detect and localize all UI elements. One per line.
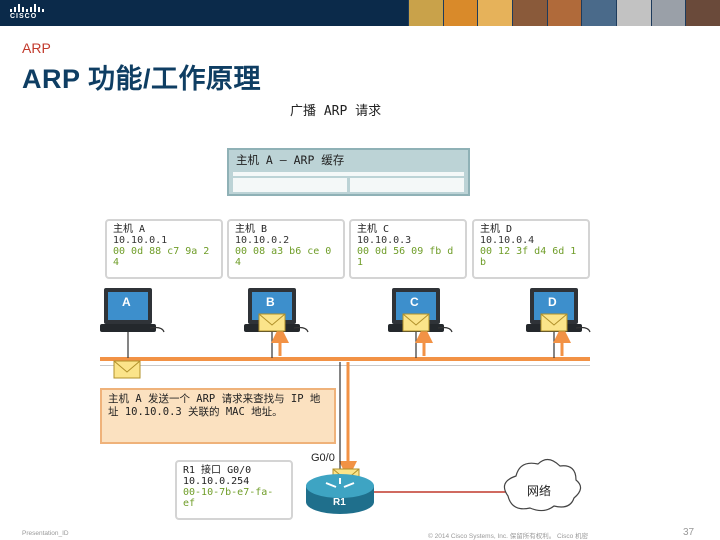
arp-cache-table: 主机 A — ARP 缓存 [227, 148, 470, 196]
lan-segment [100, 357, 590, 361]
envelope-host-d [540, 313, 568, 332]
host-mac: 00 0d 56 09 fb d1 [357, 246, 454, 268]
host-c-letter: C [410, 295, 419, 309]
broadcast-label: 广播 ARP 请求 [290, 104, 382, 119]
host-a-letter: A [122, 295, 131, 309]
envelope-host-b [258, 313, 286, 332]
footer-presentation-id: Presentation_ID [22, 530, 69, 537]
network-cloud [503, 458, 582, 512]
host-c-card: 主机 C 10.10.0.3 00 0d 56 09 fb d1 [349, 219, 467, 279]
header-bar: CISCO [0, 0, 720, 26]
envelope-host-c [402, 313, 430, 332]
router-r1-icon [306, 474, 374, 514]
host-b-letter: B [266, 295, 275, 309]
lan-segment-shadow [100, 365, 590, 368]
router-ip: 10.10.0.254 [183, 476, 250, 487]
router-mac: 00-10-7b-e7-fa-ef [183, 487, 274, 509]
router-interface: R1 接口 G0/0 [183, 465, 252, 476]
logo-text: CISCO [10, 13, 38, 20]
host-ip: 10.10.0.3 [357, 235, 412, 246]
host-mac: 00 12 3f d4 6d 1b [480, 246, 577, 268]
host-ip: 10.10.0.4 [480, 235, 535, 246]
host-ip: 10.10.0.2 [235, 235, 290, 246]
arp-request-callout: 主机 A 发送一个 ARP 请求来查找与 IP 地址 10.10.0.3 关联的… [100, 388, 336, 444]
router-info-card: R1 接口 G0/0 10.10.0.254 00-10-7b-e7-fa-ef [175, 460, 293, 520]
host-name: 主机 C [357, 224, 390, 235]
slide-title: ARP 功能/工作原理 [22, 64, 262, 94]
slide-subtitle: ARP [22, 40, 51, 56]
host-d-card: 主机 D 10.10.0.4 00 12 3f d4 6d 1b [472, 219, 590, 279]
arp-cache-cell-ip [233, 178, 347, 192]
host-name: 主机 B [235, 224, 268, 235]
router-port-label: G0/0 [311, 452, 335, 464]
host-mac: 00 08 a3 b6 ce 04 [235, 246, 332, 268]
router-name: R1 [333, 497, 346, 508]
host-a-computer [99, 287, 165, 333]
host-b-card: 主机 B 10.10.0.2 00 08 a3 b6 ce 04 [227, 219, 345, 279]
network-label: 网络 [527, 484, 552, 498]
host-mac: 00 0d 88 c7 9a 24 [113, 246, 210, 268]
footer-copyright: © 2014 Cisco Systems, Inc. 保留所有权利。 Cisco… [428, 533, 589, 540]
header-photo-strip [408, 0, 720, 26]
arp-cache-cell-mac [350, 178, 464, 192]
host-name: 主机 D [480, 224, 513, 235]
arp-cache-title: 主机 A — ARP 缓存 [236, 153, 345, 167]
host-ip: 10.10.0.1 [113, 235, 168, 246]
envelope-on-bus [113, 360, 141, 379]
host-d-letter: D [548, 295, 557, 309]
arp-cache-header-row [233, 172, 464, 176]
host-name: 主机 A [113, 224, 146, 235]
host-a-card: 主机 A 10.10.0.1 00 0d 88 c7 9a 24 [105, 219, 223, 279]
cisco-logo: CISCO [10, 4, 44, 22]
page-number: 37 [683, 527, 695, 538]
